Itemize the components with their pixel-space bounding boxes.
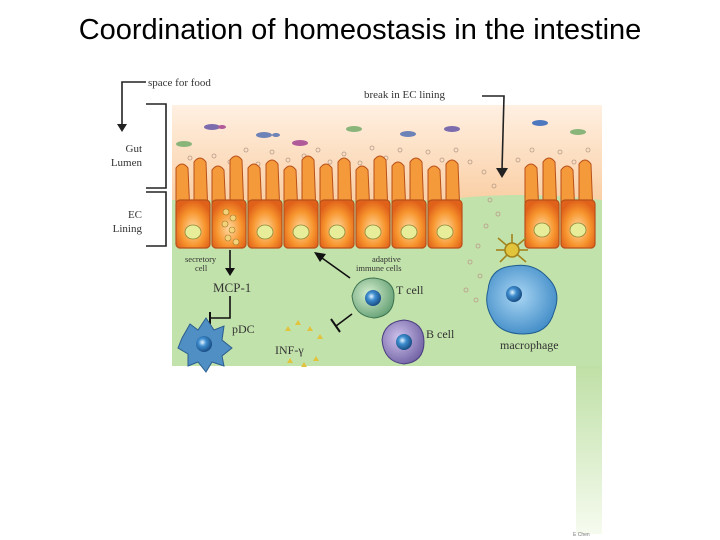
space-for-food-label: space for food xyxy=(148,77,211,89)
adaptive-immune-cells-label-2: immune cells xyxy=(356,263,402,273)
b-cell-label: B cell xyxy=(426,327,455,341)
secretory-to-mcp1-arrowhead xyxy=(225,268,235,276)
tcell-inhibition-bar xyxy=(330,318,341,333)
gut-lumen-label-1: Gut xyxy=(126,143,143,155)
bacteria-group xyxy=(176,120,586,147)
break-arrowhead xyxy=(496,168,508,178)
break-in-ec-lining-label: break in EC lining xyxy=(364,89,445,101)
yellow-dendritic-cell xyxy=(496,234,528,263)
t-cell xyxy=(351,277,395,319)
macrophage-cell xyxy=(486,264,558,335)
adaptive-to-lining-arrow xyxy=(321,257,351,279)
right-gradient-strip xyxy=(576,366,602,534)
left-brackets xyxy=(121,81,167,247)
secretory-granules xyxy=(221,208,240,246)
macrophage-label: macrophage xyxy=(500,338,559,352)
inf-gamma-label: INF-γ xyxy=(275,343,304,357)
mcp1-label: MCP-1 xyxy=(213,280,251,295)
gut-lumen-label-2: Lumen xyxy=(111,157,143,169)
mcp1-inhibition-line xyxy=(210,296,231,319)
pdc-cell xyxy=(177,317,233,373)
secretory-cell-label-1: secretory xyxy=(185,254,217,264)
break-arrow xyxy=(482,95,505,171)
b-cell xyxy=(381,319,425,365)
slide-title: Coordination of homeostasis in the intes… xyxy=(78,14,642,46)
pdc-label: pDC xyxy=(232,322,255,336)
space-for-food-arrowhead xyxy=(117,124,127,132)
ec-lining-label-1: EC xyxy=(128,209,142,221)
ec-lining-label-2: Lining xyxy=(113,223,143,235)
adaptive-to-lining-arrowhead xyxy=(314,252,326,262)
inf-gamma-particles xyxy=(285,320,323,367)
t-cell-label: T cell xyxy=(396,283,424,297)
epithelial-lining xyxy=(175,155,596,249)
tcell-inhibition-line xyxy=(335,313,353,327)
figure-credit: E Chen xyxy=(573,532,590,538)
secretory-cell-label-2: cell xyxy=(195,263,208,273)
adaptive-immune-cells-label-1: adaptive xyxy=(372,254,401,264)
